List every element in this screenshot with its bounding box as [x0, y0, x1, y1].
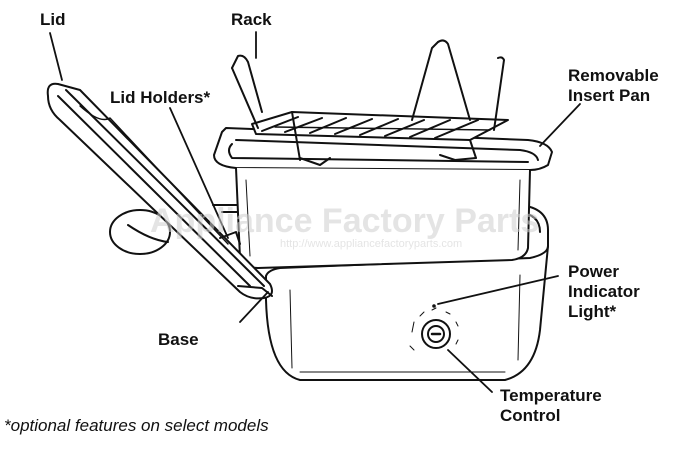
temperature-leader: [447, 349, 493, 393]
base-handle: [109, 209, 171, 255]
watermark-title: Appliance Factory Parts: [150, 202, 540, 240]
label-power-3: Light*: [568, 302, 617, 321]
footnote: *optional features on select models: [4, 416, 269, 435]
label-base: Base: [158, 330, 199, 349]
label-temperature-1: Temperature: [500, 386, 602, 405]
label-power-2: Indicator: [568, 282, 640, 301]
label-lid: Lid: [40, 10, 66, 29]
label-rack: Rack: [231, 10, 272, 29]
label-insert-pan-2: Insert Pan: [568, 86, 651, 105]
lid: [46, 82, 273, 300]
power-light-leader: [437, 275, 559, 305]
temperature-dial: [409, 304, 459, 351]
lid-leader: [49, 32, 63, 81]
label-power-1: Power: [568, 262, 620, 281]
label-insert-pan-1: Removable: [568, 66, 659, 85]
label-temperature-2: Control: [500, 406, 561, 425]
base-leader: [239, 291, 269, 323]
lid-holders-leader: [169, 107, 229, 239]
insert-pan-leader: [539, 103, 581, 147]
rack: [231, 39, 509, 166]
label-lid-holders: Lid Holders*: [110, 88, 211, 107]
watermark-url: http://www.appliancefactoryparts.com: [280, 238, 463, 250]
callout-lines: [49, 31, 581, 393]
